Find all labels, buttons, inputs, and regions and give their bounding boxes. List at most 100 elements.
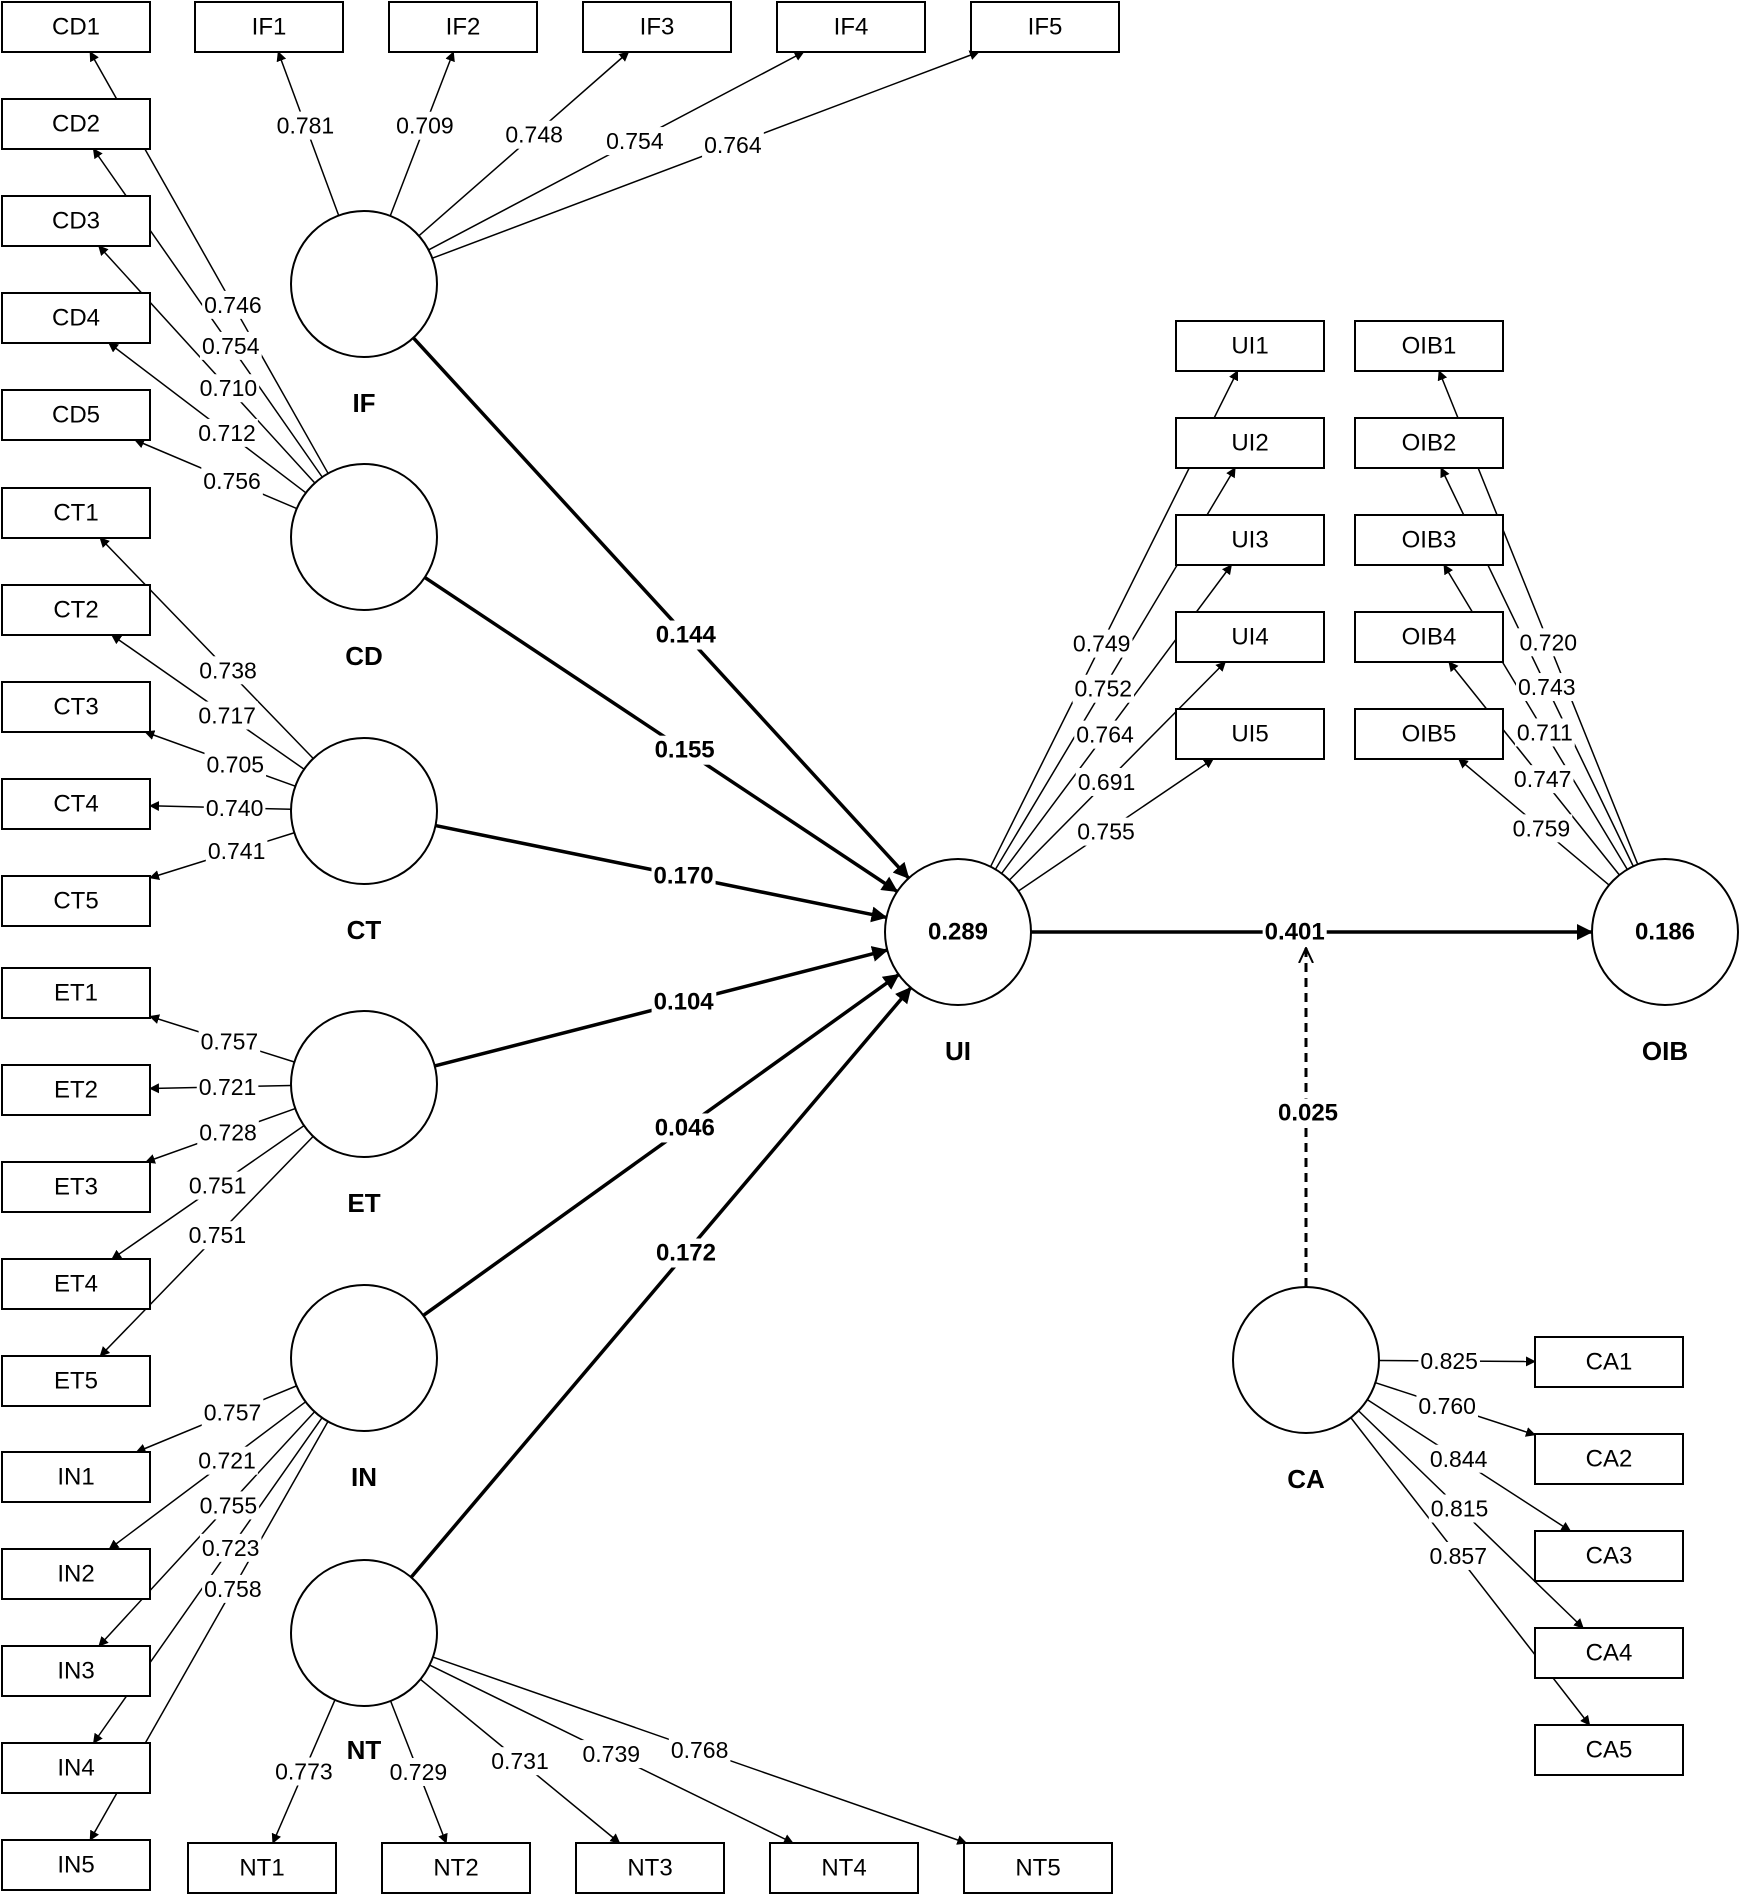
indicator-ui1: UI1 (1175, 320, 1325, 372)
construct-circle (290, 463, 438, 611)
construct-circle (1591, 858, 1739, 1006)
construct-name: OIB (1642, 1036, 1688, 1066)
loading-value-in3-bg (197, 1491, 260, 1520)
indicator-box (1, 1451, 151, 1503)
indicator-nt5: NT5 (963, 1842, 1113, 1894)
loading-value-ct5: 0.741 (208, 838, 266, 864)
indicator-label: IF2 (446, 14, 481, 41)
indicator-cd2: CD2 (1, 98, 151, 150)
indicator-label: CA5 (1586, 1737, 1633, 1764)
indicator-oib5: OIB5 (1354, 708, 1504, 760)
loading-value-cd2-bg (199, 331, 262, 360)
indicator-label: UI1 (1231, 333, 1268, 360)
loading-value-et2-bg (196, 1072, 259, 1101)
indicator-box (1175, 320, 1325, 372)
indicator-cd5: CD5 (1, 389, 151, 441)
path-cd-ui (423, 575, 899, 894)
loading-value-ui2-bg (1072, 674, 1135, 703)
construct-name: UI (945, 1036, 971, 1066)
indicator-label: IF4 (834, 14, 869, 41)
loading-value-cd3-bg (197, 374, 260, 403)
loading-value-ui1-bg (1070, 629, 1133, 658)
loading-arrow-cd4 (108, 342, 307, 494)
path-in-ui (422, 973, 900, 1317)
loading-value-ca1: 0.825 (1420, 1348, 1478, 1374)
indicator-label: OIB1 (1402, 333, 1457, 360)
indicator-label: CD1 (52, 14, 100, 41)
indicator-in2: IN2 (1, 1548, 151, 1600)
indicator-label: CD3 (52, 208, 100, 235)
loading-value-oib1-bg (1517, 628, 1580, 657)
loading-value-ct1: 0.738 (199, 657, 257, 683)
indicator-nt1: NT1 (187, 1842, 337, 1894)
indicator-box (1534, 1724, 1684, 1776)
loading-value-if4-bg (604, 127, 666, 156)
construct-circle (290, 1284, 438, 1432)
moderation-coefficient: 0.025 (1278, 1100, 1338, 1127)
loading-value-in4-bg (199, 1533, 262, 1562)
indicator-label: CA1 (1586, 1349, 1633, 1376)
loading-value-nt4-bg (580, 1740, 643, 1769)
indicator-label: CA4 (1586, 1640, 1633, 1667)
indicator-box (381, 1842, 531, 1894)
indicator-ca1: CA1 (1534, 1336, 1684, 1388)
path-coefficient-ui: 0.401 (1265, 919, 1325, 946)
loading-arrow-in3 (98, 1411, 316, 1647)
loading-value-ct4-bg (203, 793, 266, 822)
construct-name: IN (351, 1462, 377, 1492)
indicator-ui3: UI3 (1175, 514, 1325, 566)
indicator-label: CT4 (53, 791, 98, 818)
indicator-et1: ET1 (1, 967, 151, 1019)
loading-value-cd1-bg (202, 290, 264, 319)
indicator-label: UI3 (1231, 527, 1268, 554)
indicator-ct3: CT3 (1, 681, 151, 733)
path-nt-ui (409, 986, 913, 1579)
moderation-coefficient-bg (1275, 1098, 1341, 1128)
loading-value-nt1: 0.773 (275, 1758, 333, 1784)
indicator-cd1: CD1 (1, 1, 151, 53)
path-coefficient-et: 0.104 (654, 989, 715, 1016)
indicator-et5: ET5 (1, 1355, 151, 1407)
indicator-label: CT3 (53, 694, 98, 721)
loading-value-nt1-bg (273, 1757, 335, 1786)
loading-value-nt4: 0.739 (582, 1741, 640, 1767)
indicator-box (1, 98, 151, 150)
loading-value-ca4-bg (1428, 1494, 1491, 1523)
indicator-box (1, 292, 151, 344)
loading-value-cd5-bg (201, 467, 263, 496)
construct-name: NT (347, 1735, 382, 1765)
indicator-label: IF3 (640, 14, 675, 41)
indicator-box (187, 1842, 337, 1894)
indicator-label: NT2 (433, 1855, 478, 1882)
indicator-label: NT1 (239, 1855, 284, 1882)
construct-circle (290, 1010, 438, 1158)
indicator-ca2: CA2 (1534, 1433, 1684, 1485)
path-coefficient-cd: 0.155 (655, 737, 715, 764)
indicator-box (1, 195, 151, 247)
loading-value-ca2-bg (1416, 1392, 1478, 1421)
indicator-box (1, 389, 151, 441)
loading-value-ct5-bg (205, 836, 268, 865)
indicator-box (1354, 611, 1504, 663)
indicator-et2: ET2 (1, 1064, 151, 1116)
construct-circle (290, 737, 438, 885)
loading-value-cd4-bg (196, 418, 258, 447)
indicator-nt2: NT2 (381, 1842, 531, 1894)
indicator-ui4: UI4 (1175, 611, 1325, 663)
path-if-ui (412, 336, 910, 880)
construct-circle (884, 858, 1032, 1006)
loading-value-ct3-bg (204, 750, 267, 779)
construct-et: ET (290, 1010, 438, 1218)
loading-value-et2: 0.721 (199, 1074, 257, 1100)
indicator-label: NT3 (627, 1855, 672, 1882)
loading-value-in5: 0.758 (204, 1576, 262, 1602)
indicator-label: CD5 (52, 402, 100, 429)
indicator-label: NT5 (1015, 1855, 1060, 1882)
indicator-box (575, 1842, 725, 1894)
loading-value-ct4: 0.740 (206, 795, 264, 821)
path-coefficient-nt-bg (653, 1238, 719, 1268)
loading-value-ct2: 0.717 (198, 703, 256, 729)
loading-value-ca3: 0.844 (1430, 1446, 1488, 1472)
